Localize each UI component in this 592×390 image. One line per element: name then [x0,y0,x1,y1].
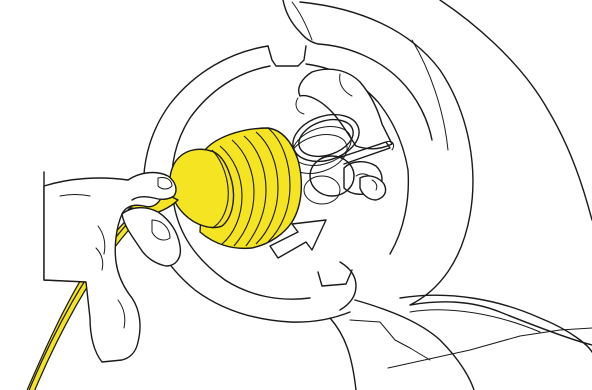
socket-top-notch [268,46,306,66]
housing-base-line [388,328,592,368]
housing-lower-inner [410,310,540,332]
socket-bottom-notch [318,270,352,286]
front-hand [44,172,180,362]
housing-top-bracket [283,0,318,44]
housing [283,0,592,390]
back-hand-knuckle-1 [296,98,304,114]
housing-bottom-step [350,320,430,360]
bulb-glass-inner [304,176,340,204]
socket-bottom-lip [340,262,356,310]
housing-bottom-edge [330,318,356,390]
housing-lower-skirt [400,295,592,352]
housing-lower-curve [355,300,474,390]
housing-right-lobe [440,0,592,220]
front-hand-thumb [122,208,180,266]
front-hand-index-finger [128,173,176,200]
